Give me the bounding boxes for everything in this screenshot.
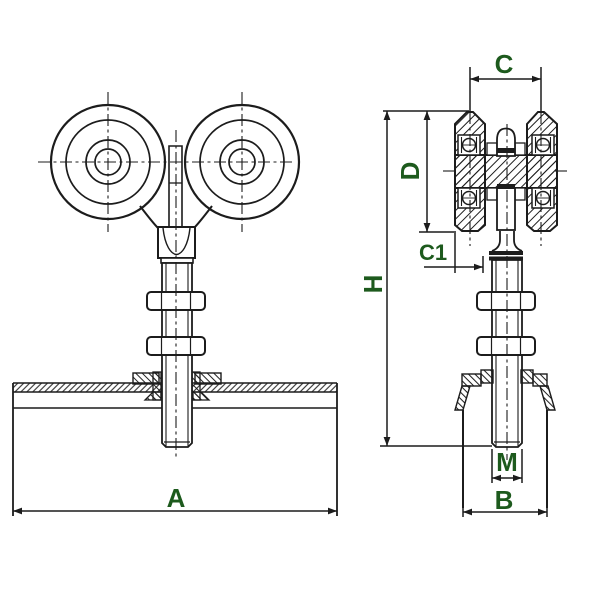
arrow-C-right <box>532 75 541 83</box>
arrow-H-top <box>383 111 391 120</box>
stud-thread-ring-top <box>497 148 515 153</box>
hex-nut-lower-side <box>476 336 536 356</box>
bearings <box>457 134 555 209</box>
label-H: H <box>358 275 388 294</box>
label-A: A <box>167 483 186 513</box>
arrow-C-left <box>470 75 479 83</box>
arrow-A-right <box>328 507 337 515</box>
mount-profile-side <box>454 369 556 508</box>
label-C1: C1 <box>419 240 447 265</box>
label-M: M <box>496 447 518 477</box>
label-B: B <box>495 485 514 515</box>
stud-thread-ring-bottom <box>497 184 515 189</box>
dimension-labels: C D C1 H M B A <box>167 49 518 515</box>
dimension-lines <box>13 67 548 517</box>
arrow-A-left <box>13 507 22 515</box>
drawing-linework: C D C1 H M B A <box>12 49 569 517</box>
bushing <box>132 371 222 401</box>
solid-fills <box>13 75 547 516</box>
rod-collar-band-2 <box>489 256 523 261</box>
label-D: D <box>395 162 425 181</box>
arrow-D-bottom <box>423 223 431 232</box>
label-C: C <box>495 49 514 79</box>
centerlines <box>38 92 569 460</box>
wheel-section-right <box>526 111 558 232</box>
arrow-H-bottom <box>383 437 391 446</box>
hex-nut-upper-side <box>476 291 536 311</box>
rod-collar-band-1 <box>489 251 523 255</box>
arrow-B-left <box>463 508 472 516</box>
arrow-M-left <box>492 474 501 482</box>
arrow-D-top <box>423 111 431 120</box>
arrow-C1-right <box>474 263 483 271</box>
front-view <box>12 103 338 516</box>
arrow-M-right <box>513 474 522 482</box>
arrow-B-right <box>538 508 547 516</box>
rod-flare <box>491 231 523 252</box>
